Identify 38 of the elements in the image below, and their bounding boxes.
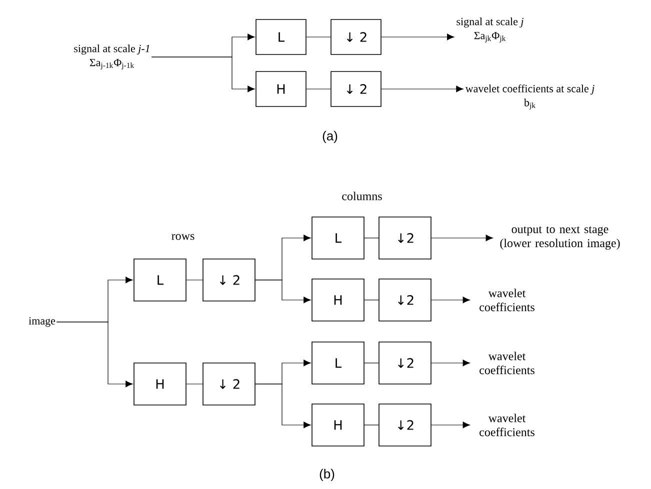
filter-box: ↓2 — [378, 216, 432, 260]
stage-label: columns — [342, 192, 382, 200]
filter-box: L — [312, 216, 364, 260]
arrow — [431, 422, 470, 428]
arrow — [381, 34, 454, 40]
output-label: output to next stage (lower resolution image) — [500, 226, 620, 250]
filter-box: ↓ 2 — [202, 362, 256, 406]
signal-label: image — [28, 317, 56, 327]
arrow — [56, 322, 133, 388]
arrow — [431, 296, 470, 304]
arrow — [431, 234, 494, 242]
filter-box: H — [312, 278, 364, 322]
filter-box: ↓2 — [378, 404, 432, 446]
filter-box: H — [256, 71, 306, 107]
filter-box: ↓2 — [378, 342, 432, 384]
signal-label: signal at scale j Σa$_{jk}$Φ$_{jk}$ — [456, 18, 524, 42]
arrow — [151, 56, 255, 92]
filter-box: ↓ 2 — [330, 71, 382, 107]
output-label: wavelet coefficients — [480, 414, 534, 436]
stage-label: rows — [172, 234, 194, 240]
filter-box: L — [312, 342, 364, 384]
filter-box: H — [134, 362, 186, 406]
arrow — [255, 280, 311, 304]
filter-box: L — [256, 19, 306, 55]
filter-box: H — [312, 404, 364, 446]
output-label: wavelet coefficients — [480, 288, 534, 312]
filter-box: L — [134, 258, 186, 302]
panel-caption: (a) — [322, 130, 338, 144]
arrow — [431, 360, 470, 366]
panel-caption: (b) — [320, 468, 334, 482]
filter-box: ↓ 2 — [330, 19, 382, 55]
signal-label: signal at scale j-1 Σa$_{j-1k}$Φ$_{j-1k}$ — [74, 44, 150, 70]
arrow — [255, 384, 311, 428]
signal-label: wavelet coefficients at scale j b$_{jk}$ — [465, 84, 594, 110]
output-label: wavelet coefficients — [480, 352, 534, 374]
filter-box: ↓ 2 — [202, 258, 256, 302]
filter-box: ↓2 — [378, 278, 432, 322]
arrow — [381, 86, 464, 92]
